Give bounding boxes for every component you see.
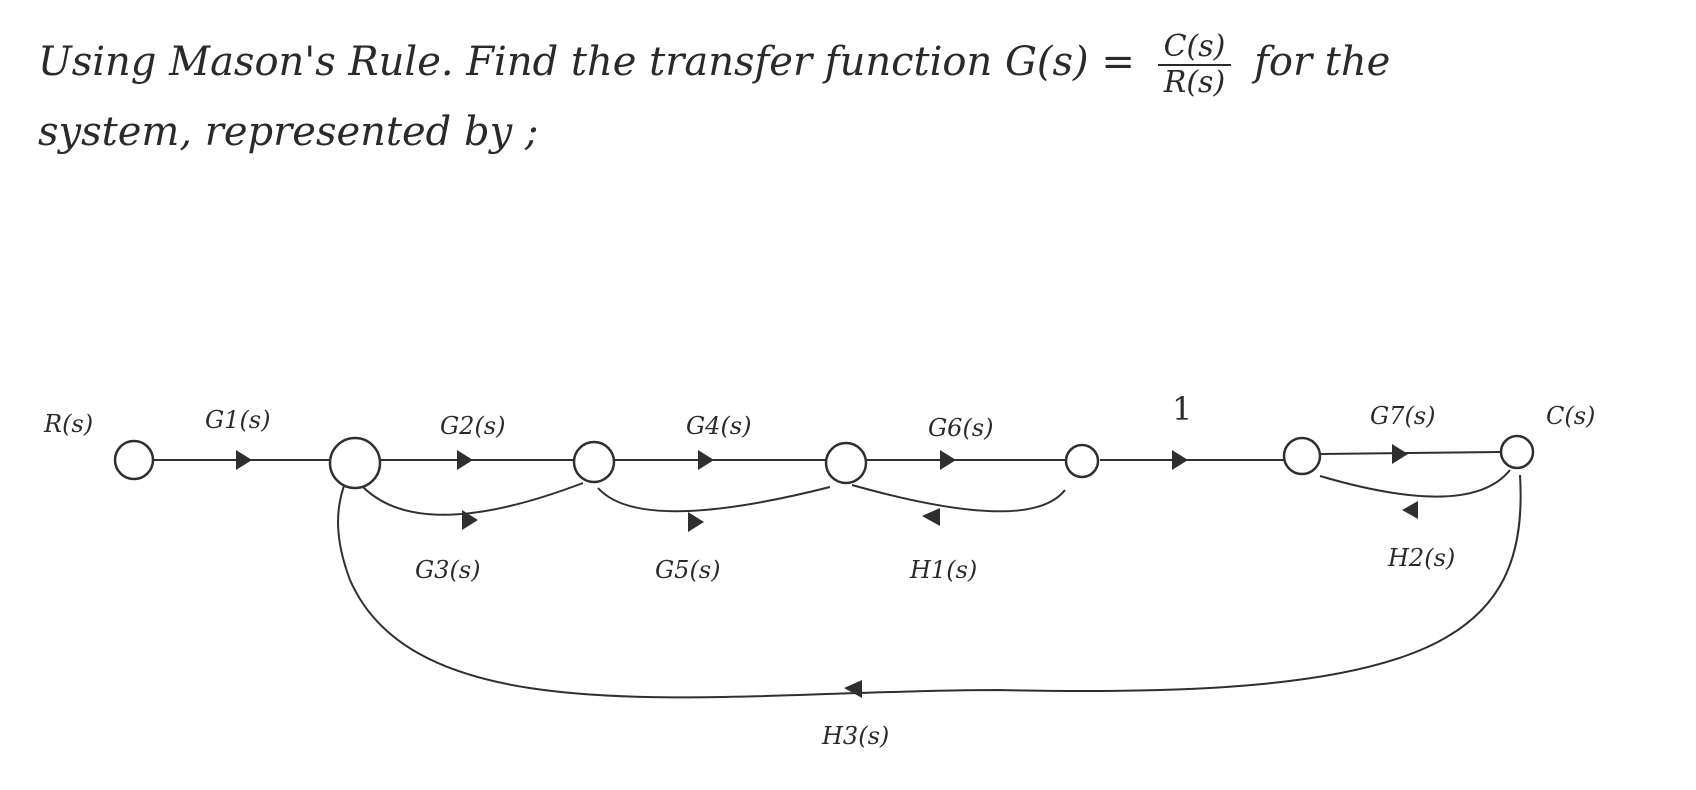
- problem-text-start: Using Mason's Rule. Find the transfer fu…: [38, 39, 1135, 85]
- label-g5: G5(s): [655, 556, 720, 584]
- transfer-function-fraction: C(s) R(s): [1157, 30, 1232, 100]
- node-2: [328, 436, 382, 490]
- branch-g3: [361, 482, 584, 516]
- problem-text-end: for the: [1254, 39, 1391, 85]
- branch-g7: [1319, 451, 1501, 455]
- branch-h1: [851, 484, 1066, 513]
- problem-statement: Using Mason's Rule. Find the transfer fu…: [38, 30, 1678, 164]
- branch-h3: [337, 474, 1522, 699]
- branch-g5: [597, 486, 831, 513]
- label-g2: G2(s): [440, 412, 505, 440]
- label-g4: G4(s): [686, 412, 751, 440]
- node-5: [1064, 443, 1100, 479]
- arrow-g3: [462, 510, 478, 530]
- fraction-denominator: R(s): [1163, 65, 1226, 100]
- node-c: [1499, 434, 1535, 470]
- arrow-h1: [922, 508, 940, 526]
- label-h3: H3(s): [821, 722, 889, 750]
- arrow-h2: [1402, 501, 1418, 519]
- node-r: [113, 439, 155, 481]
- arrow-unity: [1172, 450, 1188, 470]
- label-g7: G7(s): [1370, 402, 1435, 430]
- arrow-g4: [698, 450, 714, 470]
- label-h2: H2(s): [1387, 544, 1455, 572]
- label-g1: G1(s): [205, 406, 270, 434]
- node-6: [1282, 436, 1322, 476]
- arrow-g1: [236, 450, 252, 470]
- label-unity: 1: [1172, 390, 1192, 428]
- problem-line-2: system, represented by ;: [38, 109, 539, 155]
- arrow-g2: [457, 450, 473, 470]
- arrow-h3: [844, 680, 862, 698]
- label-g6: G6(s): [928, 414, 993, 442]
- label-g3: G3(s): [415, 556, 480, 584]
- node-r-label: R(s): [43, 410, 93, 438]
- node-c-label: C(s): [1546, 402, 1595, 430]
- node-4: [824, 441, 868, 485]
- arrow-g6: [940, 450, 956, 470]
- arrow-g5: [688, 512, 704, 532]
- branch-h2: [1319, 469, 1511, 498]
- fraction-numerator: C(s): [1157, 30, 1232, 66]
- node-3: [572, 440, 616, 484]
- arrow-g7: [1392, 444, 1408, 464]
- label-h1: H1(s): [909, 556, 977, 584]
- problem-line-1: Using Mason's Rule. Find the transfer fu…: [38, 30, 1678, 100]
